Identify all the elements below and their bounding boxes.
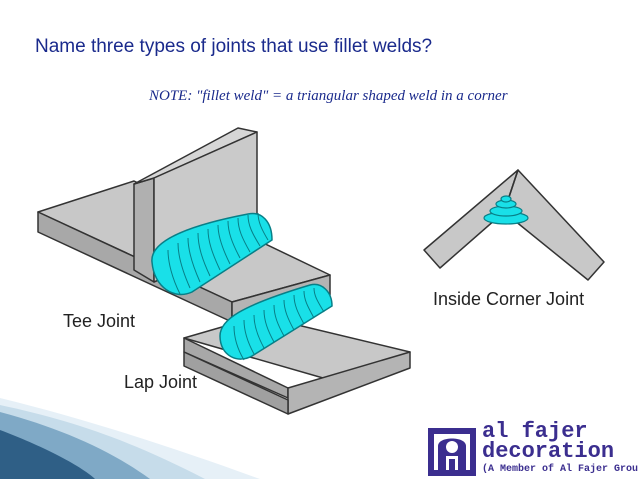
decorative-swoosh — [0, 398, 260, 479]
al-fajer-logo-icon — [428, 428, 476, 476]
logo-name-line2: decoration — [482, 439, 615, 464]
corner-fillet-weld — [483, 195, 529, 225]
tee-joint-label: Tee Joint — [63, 311, 136, 331]
lap-joint-illustration — [183, 315, 411, 415]
logo-tagline: (A Member of Al Fajer Group) — [482, 464, 638, 475]
slide-title: Name three types of joints that use fill… — [35, 36, 433, 57]
tee-fillet-weld — [151, 212, 273, 296]
lap-fillet-weld — [219, 283, 333, 361]
slide-note: NOTE: "fillet weld" = a triangular shape… — [149, 88, 508, 104]
inside-corner-joint-illustration — [423, 169, 605, 281]
inside-corner-joint-label: Inside Corner Joint — [433, 289, 585, 309]
lap-joint-label: Lap Joint — [124, 372, 198, 392]
logo-name-line1: al fajer — [482, 419, 588, 444]
